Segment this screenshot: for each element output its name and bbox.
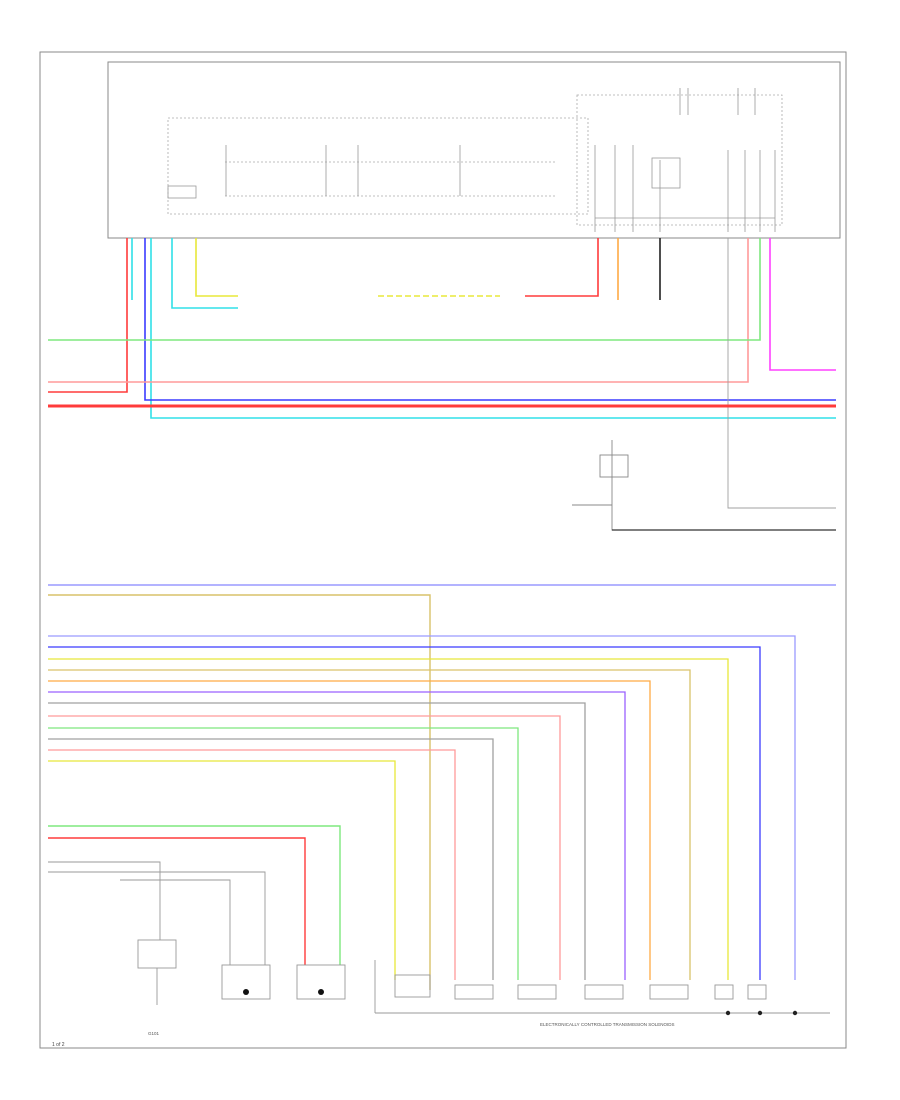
- page-number: 1 of 2: [52, 1042, 65, 1048]
- control-module-inner: [167, 117, 589, 215]
- wire-bundle-top: [48, 238, 836, 509]
- solenoid-ground-dots: [725, 1010, 798, 1016]
- control-module-box: [107, 61, 841, 239]
- control-module-right-block: [576, 94, 783, 226]
- solenoid-caption: ELECTRONICALLY CONTROLLED TRANSMISSION S…: [540, 1022, 675, 1027]
- solenoid-components: [374, 960, 830, 1014]
- internal-relay: [651, 157, 681, 189]
- middle-right-sensor: [572, 440, 836, 531]
- module-connector-block: [167, 185, 197, 199]
- lower-left-wiring: [48, 825, 341, 965]
- solenoid-harness: [48, 635, 796, 980]
- ground-caption: G101: [148, 1031, 160, 1036]
- tan-drop-line: [48, 594, 431, 990]
- sensor-mount-dots: [243, 989, 324, 995]
- diagram-frame: [39, 51, 847, 1049]
- lower-left-components: [137, 939, 346, 1005]
- internal-taps: [225, 88, 776, 232]
